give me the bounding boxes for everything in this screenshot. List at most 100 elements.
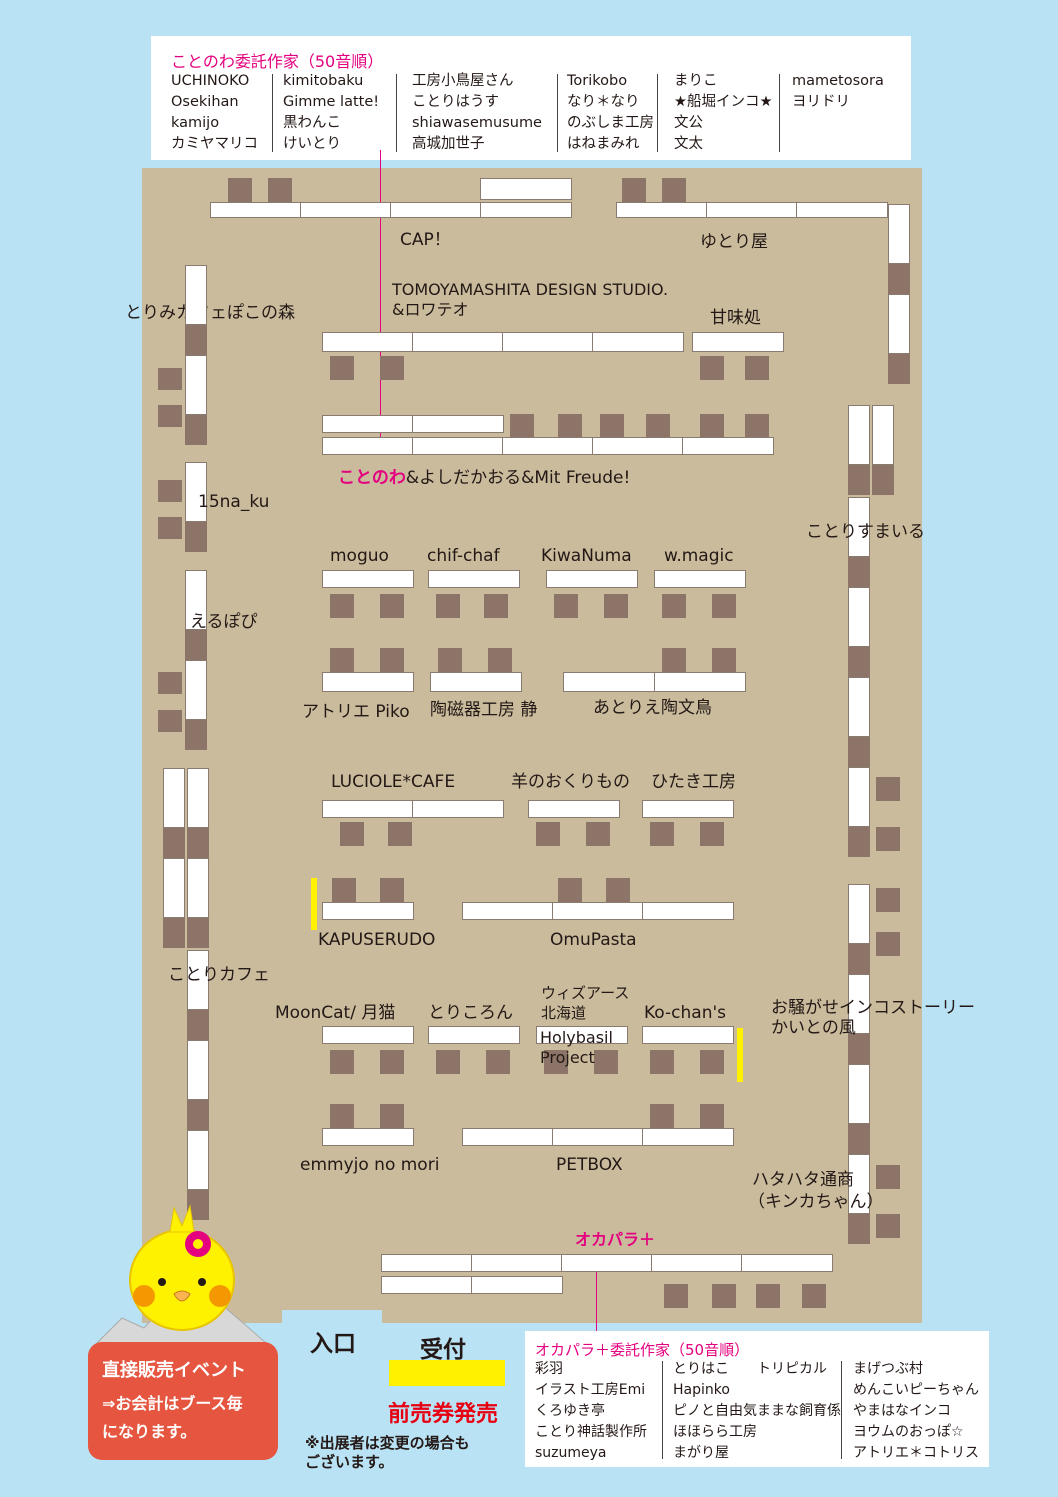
booth-table [471,1254,563,1272]
chair [745,414,769,438]
chair [876,1165,900,1189]
booth-table [651,1254,743,1272]
booth-table [412,800,504,818]
chair [228,178,252,202]
booth-label-luciole: LUCIOLE*CAFE [331,772,456,792]
chair [330,356,354,380]
booth-table [322,570,414,588]
chair [604,594,628,618]
booth-table [187,950,209,1010]
booth-label-kochans: Ko-chan's [644,1003,726,1023]
chair [510,414,534,438]
highlight-bar [311,878,317,930]
chair [876,1214,900,1238]
chair [185,720,207,750]
booth-table [563,672,655,692]
chair [700,356,724,380]
booth-label-kanmidokoro: 甘味処 [710,308,761,328]
chair [158,405,182,427]
chair [330,594,354,618]
booth-table [848,1154,870,1214]
chair [586,822,610,846]
divider [779,74,780,152]
booth-table [322,800,414,818]
booth-table [848,974,870,1034]
booth-table [796,202,888,218]
booth-table [187,858,209,918]
booth-table [381,1276,473,1294]
advance-ticket-label: 前売券発売 [388,1402,499,1427]
booth-label-erupopi: えるぽぴ [190,612,258,632]
chair [187,1010,209,1040]
booth-table [300,202,392,218]
booth-table [322,902,414,920]
booth-table [552,1128,644,1146]
chair [848,1034,870,1064]
booth-table [430,672,522,692]
booth-table [185,570,207,630]
booth-label-petbox: PETBOX [556,1155,623,1175]
booth-label-chif-chaf: chif-chaf [427,546,500,566]
booth-label-moguo: moguo [330,546,389,566]
booth-label-yutoriya: ゆとり屋 [700,232,768,252]
booth-table [322,332,414,352]
chair [544,1050,568,1074]
booth-table [692,332,784,352]
booth-table [428,570,520,588]
chair [554,594,578,618]
chair [558,414,582,438]
chair [700,1104,724,1128]
entrance-gap [282,1310,382,1350]
divider [557,74,558,152]
booth-label-kaito: かいとの風 [771,1018,856,1038]
booth-table [502,332,594,352]
chair [662,178,686,202]
chair [332,878,356,902]
booth-table [888,294,910,354]
chair [187,828,209,858]
chair [484,594,508,618]
chair [876,888,900,912]
booth-table [412,415,504,433]
booth-label-tomoyamashita: TOMOYAMASHITA DESIGN STUDIO. [392,280,669,299]
chair [158,710,182,732]
booth-table [872,405,894,465]
chair [185,325,207,355]
booth-table [185,660,207,720]
chair [158,368,182,390]
chair [650,1050,674,1074]
chair [436,594,460,618]
chair [380,594,404,618]
change-note-line-1: ※出展者は変更の場合も [305,1434,470,1452]
booth-label-omupasta: OmuPasta [550,930,637,950]
booth-table [848,1064,870,1124]
chair [187,918,209,948]
okapara-pointer-line [596,1268,597,1334]
booth-table [462,1128,554,1146]
booth-table [322,672,414,692]
booth-table [185,265,207,325]
booth-table [163,858,185,918]
chair [380,356,404,380]
booth-label-kotorisumairu: ことりすまいる [806,522,925,542]
booth-table [412,437,504,455]
chair [600,414,624,438]
chair [756,1284,780,1308]
chair [594,1050,618,1074]
booth-label-cap: CAP！ [400,230,451,250]
chair [486,1050,510,1074]
booth-table [642,800,734,818]
booth-table [642,902,734,920]
reception-desk [389,1360,505,1386]
booth-table [428,1026,520,1044]
booth-label-toujiki: 陶磁器工房 静 [430,700,538,720]
okapara-box-title: オカパラ＋委託作家（50音順） [535,1341,750,1359]
booth-table [848,587,870,647]
booth-table [471,1276,563,1294]
chair [185,522,207,552]
